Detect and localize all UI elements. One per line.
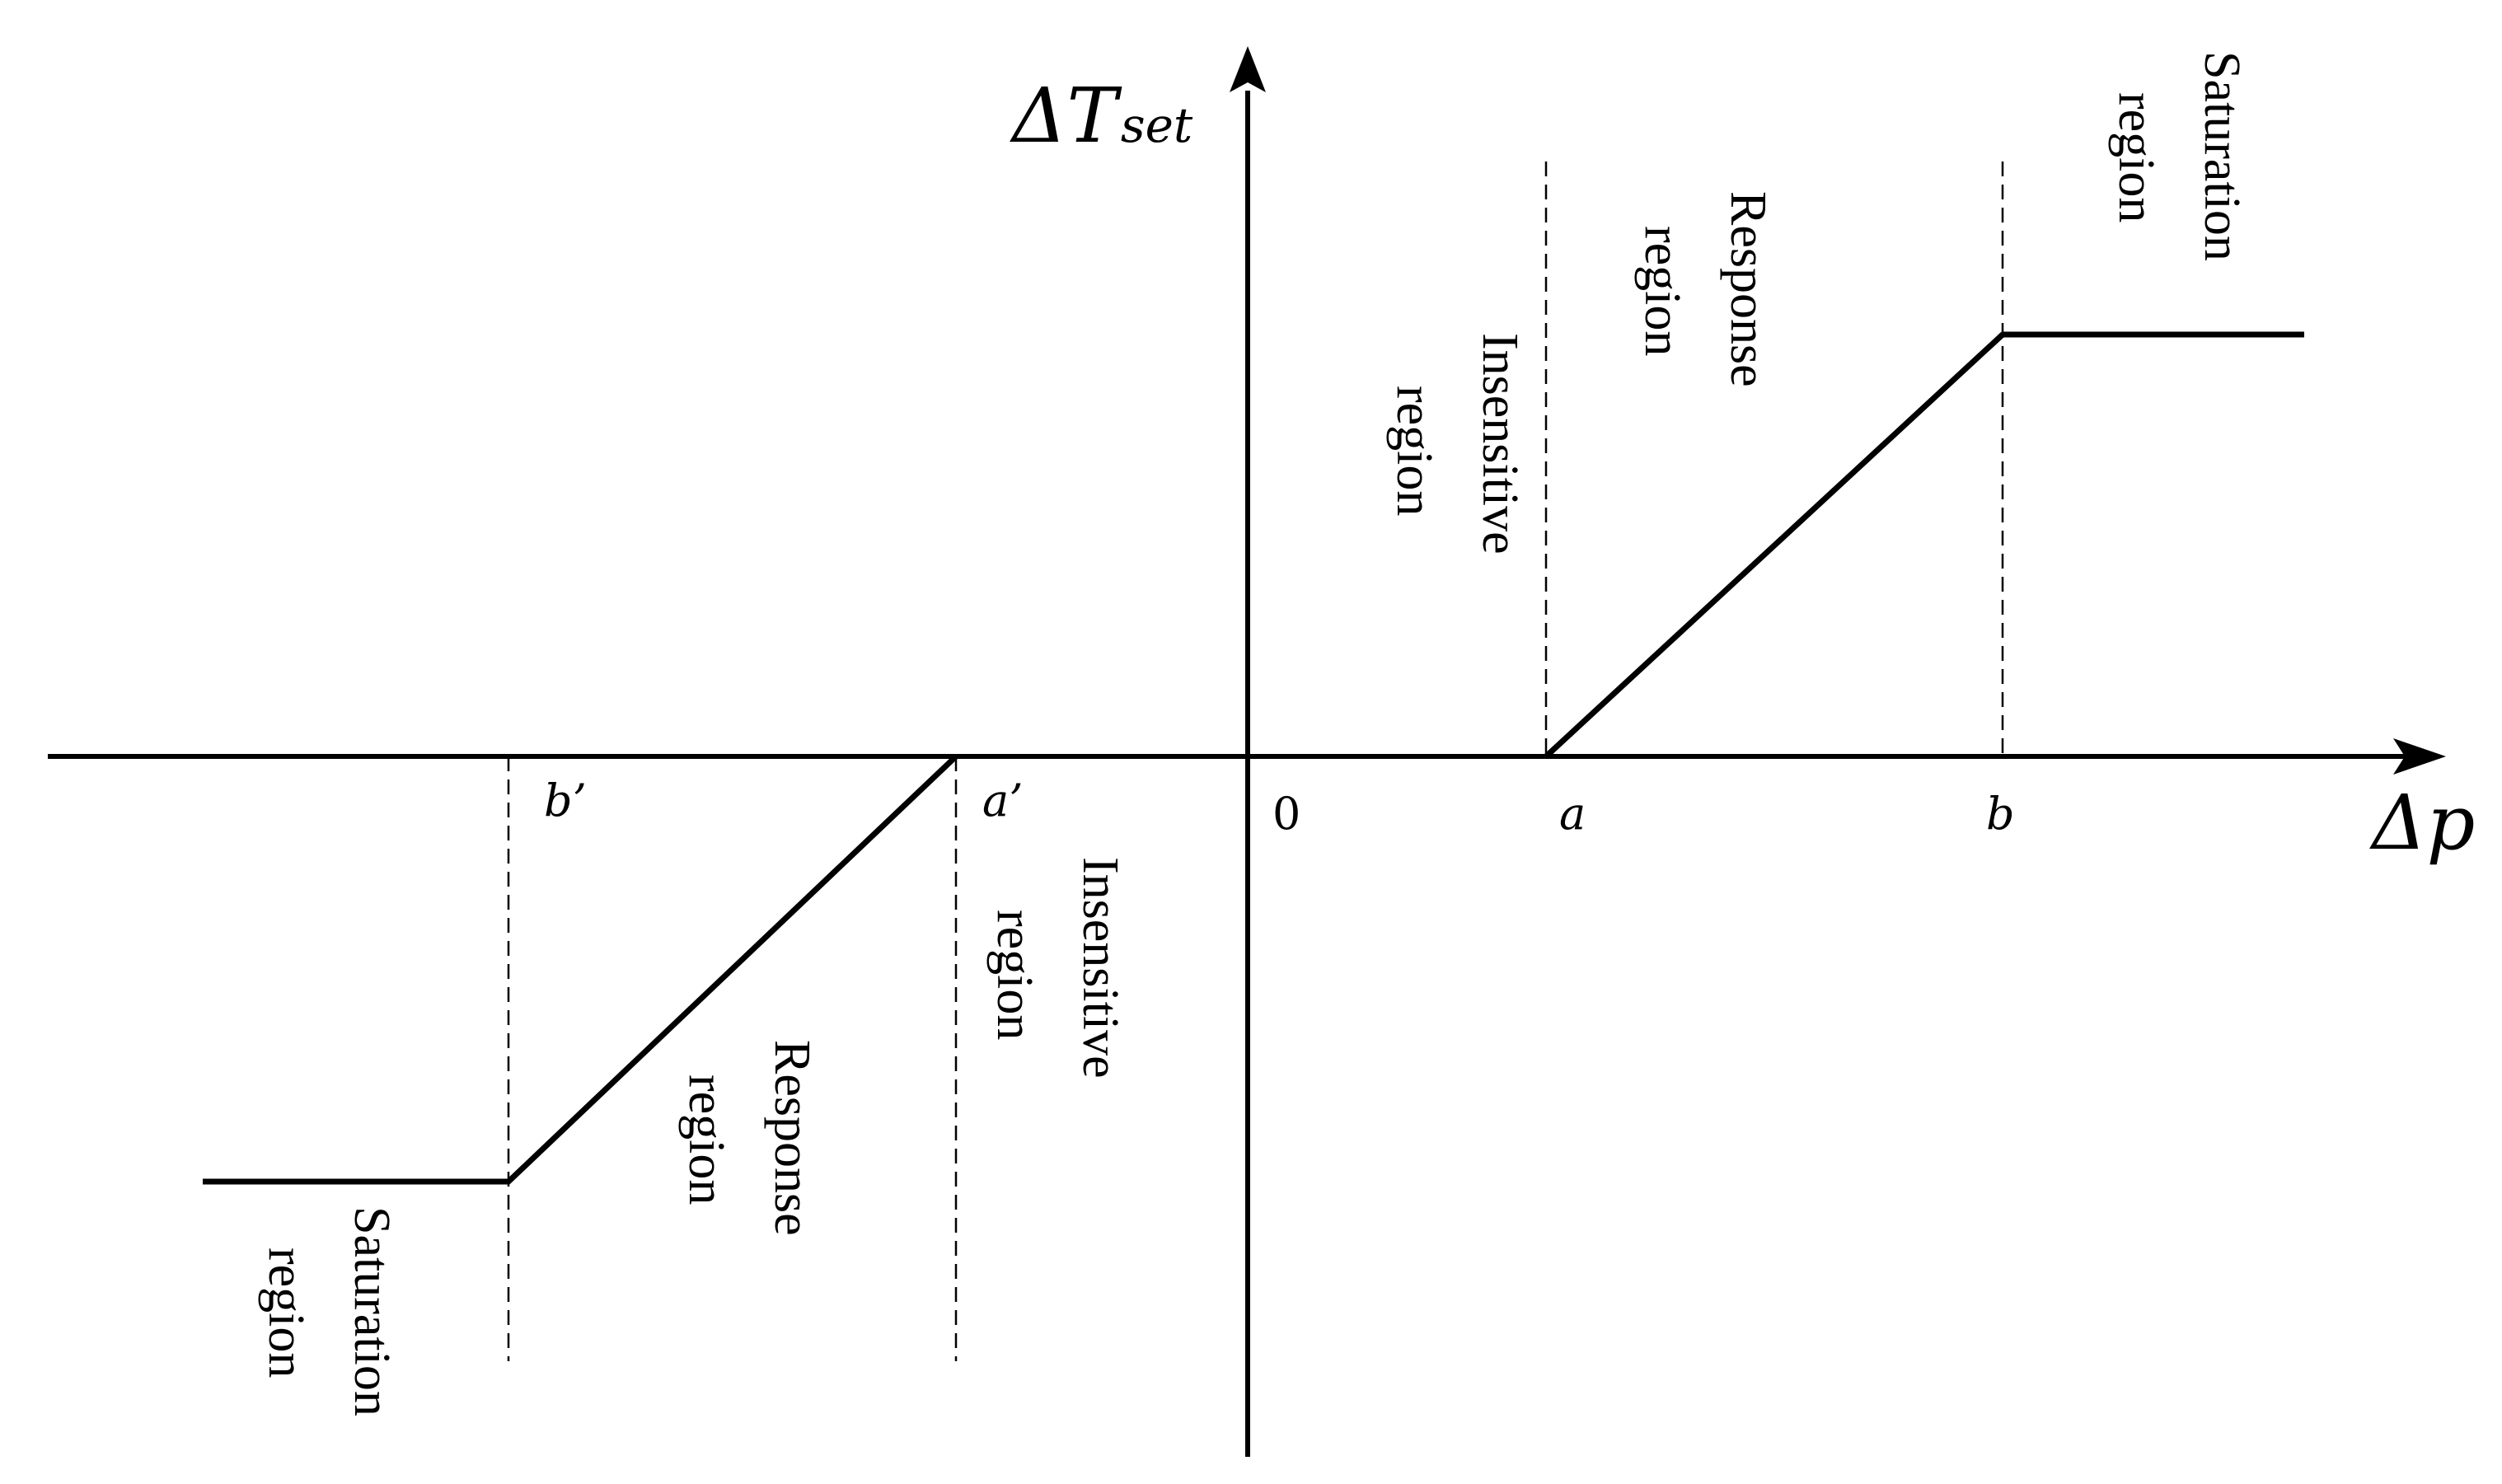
origin-label: 0 xyxy=(1272,788,1300,840)
x-axis-title: Δp xyxy=(2369,779,2475,867)
x-axis-arrow xyxy=(2393,738,2446,775)
svg-text:region: region xyxy=(1634,226,1690,356)
svg-text:region: region xyxy=(2108,92,2164,222)
svg-text:Insensitive: Insensitive xyxy=(1472,333,1528,555)
tick-label-b: b xyxy=(1986,788,2015,840)
svg-text:Insensitive: Insensitive xyxy=(1072,857,1128,1079)
svg-text:Response: Response xyxy=(764,1040,820,1236)
svg-text:region: region xyxy=(986,910,1042,1040)
region-label-insensitive-left: Insensitive region xyxy=(986,857,1128,1079)
region-label-response-left: Response region xyxy=(678,1040,820,1236)
region-label-saturation-right: Saturation region xyxy=(2108,51,2250,261)
tick-label-a: a xyxy=(1559,788,1586,840)
response-curve-right xyxy=(1544,331,2304,759)
svg-text:Response: Response xyxy=(1720,191,1776,387)
region-label-saturation-left: Saturation region xyxy=(258,1206,400,1416)
region-label-insensitive-right: Insensitive region xyxy=(1386,333,1528,555)
response-curve-left xyxy=(203,754,958,1185)
tick-label-a-prime: a’ xyxy=(982,775,1023,826)
svg-text:region: region xyxy=(678,1074,734,1205)
y-axis-arrow xyxy=(1230,46,1266,92)
svg-text:region: region xyxy=(258,1248,314,1378)
y-axis-title: ΔTset xyxy=(1010,72,1193,160)
svg-text:Saturation: Saturation xyxy=(2194,51,2250,261)
svg-text:Saturation: Saturation xyxy=(344,1206,400,1416)
svg-text:region: region xyxy=(1386,386,1442,516)
tick-label-b-prime: b’ xyxy=(544,775,587,826)
region-label-response-right: Response region xyxy=(1634,191,1776,387)
